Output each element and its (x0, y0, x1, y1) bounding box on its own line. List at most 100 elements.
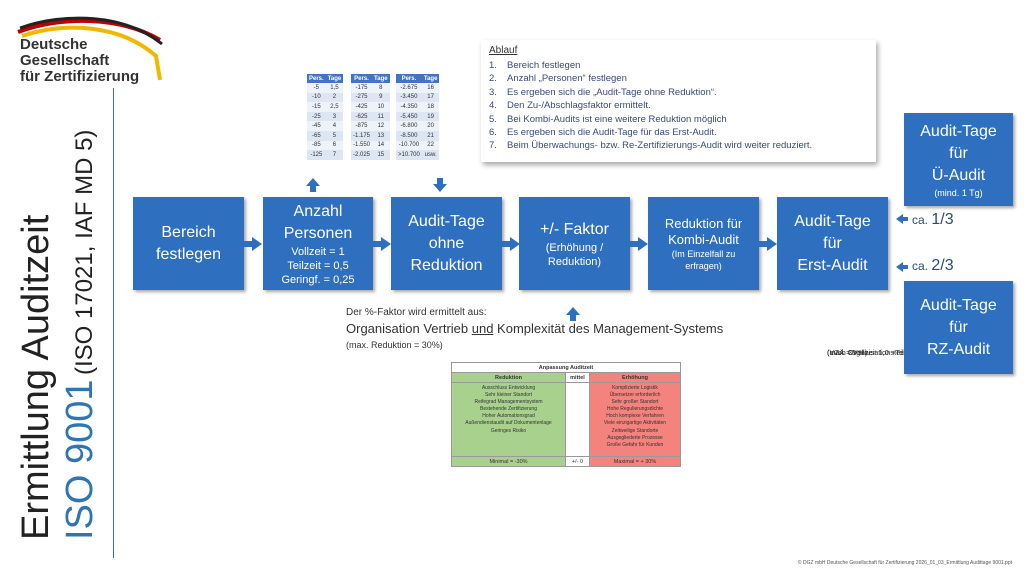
arrow-right-icon (244, 237, 262, 251)
dgz-logo: Deutsche Gesellschaft für Zertifizierung (10, 10, 170, 85)
title-main: Ermittlung Auditzeit (15, 214, 57, 540)
ratio-ue: ca. 1/3 (912, 211, 954, 228)
ratio-rz: ca. 2/3 (912, 257, 954, 274)
list-item: Sehr großer Standort (611, 399, 659, 406)
table-header: Tage (325, 74, 344, 83)
table-header: Pers. (351, 74, 373, 83)
anpassung-title: Anpassung Auditzeit (452, 363, 680, 373)
title-standards: (ISO 17021, IAF MD 5) (71, 129, 98, 375)
list-item: Hoch komplexe Verfahren (606, 413, 664, 420)
list-item: Hohe Regulierungsdichte (606, 406, 664, 413)
box-erst-audit: Audit-Tage für Erst-Audit (777, 197, 888, 290)
table-header: Tage (421, 74, 440, 83)
middle-column (565, 383, 590, 456)
list-item: Geringes Risiko (490, 427, 527, 434)
anpassung-table: Anpassung Auditzeit Reduktion mittel Erh… (451, 362, 681, 467)
footer-copyright: © DGZ mbH Deutsche Gesellschaft für Zert… (797, 560, 1012, 566)
list-item: Viele einzigartige Aktivitäten (603, 420, 667, 427)
factor-note-line1: Der %-Faktor wird ermittelt aus: (346, 307, 487, 318)
arrow-right-icon (630, 237, 648, 251)
list-item: Ausgegliederte Prozesse (607, 434, 663, 441)
list-item: Außendienstaudit auf Dokumentenlage (465, 420, 552, 427)
arrow-down-icon (433, 178, 447, 192)
title-iso: ISO 9001 (59, 379, 101, 540)
box-bereich-festlegen: Bereich festlegen (133, 197, 244, 290)
title-second-line: ISO 9001 (ISO 17021, IAF MD 5) (58, 130, 102, 540)
table-header: Erhöhung (590, 373, 680, 382)
box-audit-tage-ohne-reduktion: Audit-Tage ohne Reduktion (391, 197, 502, 290)
ablauf-steps: 1.Bereich festlegen (auch Organisationst… (489, 59, 1001, 357)
table-header: Pers. (307, 74, 326, 83)
box-ue-audit: Audit-Tage für Ü-Audit (mind. 1 Tg) (904, 113, 1013, 206)
increase-list: Komplizierte Logistik Übersetzer erforde… (590, 383, 680, 456)
list-item: 2.Anzahl „Personen“ festlegen (VZÄ = Vol… (489, 73, 1001, 357)
list-item: Komplizierte Logistik (612, 385, 658, 391)
arrow-left-icon (896, 214, 908, 224)
logo-line3: für Zertifizierung (20, 68, 140, 85)
reduction-list: Ausschluss Entwicklung Sehr kleiner Stan… (452, 383, 565, 456)
anpassung-body: Ausschluss Entwicklung Sehr kleiner Stan… (452, 383, 680, 456)
table-header: mittel (565, 373, 590, 382)
anpassung-headers: Reduktion mittel Erhöhung (452, 373, 680, 383)
list-item: Zeitweilige Standorte (611, 427, 659, 434)
ablauf-heading: Ablauf (489, 45, 518, 56)
foot-mid: +/- 0 (565, 457, 590, 466)
box-rz-audit: Audit-Tage für RZ-Audit (904, 281, 1013, 374)
foot-left: Minimal = -30% (452, 457, 565, 466)
logo-swoosh-icon (17, 16, 163, 81)
list-item: 4.Den Zu-/Abschlagsfaktor ermittelt. (489, 100, 651, 112)
list-item: Bestehende Zertifizierung (480, 406, 537, 413)
list-item: Übersetzer erforderlich (609, 392, 661, 399)
ablauf-box: Ablauf 1.Bereich festlegen (auch Organis… (481, 40, 1001, 357)
factor-note-line2: Organisation Vertrieb und Komplexität de… (346, 321, 724, 336)
factor-note-line3: (max. Reduktion = 30%) (346, 340, 443, 350)
table-header: Reduktion (452, 373, 565, 382)
arrow-right-icon (759, 237, 777, 251)
list-item: 7.Beim Überwachungs- bzw. Re-Zertifizier… (489, 140, 813, 152)
list-item: 6.Es ergeben sich die Audit-Tage für das… (489, 127, 717, 139)
list-item: 1.Bereich festlegen (auch Organisationst… (489, 60, 1000, 357)
factor-note: Der %-Faktor wird ermittelt aus: Organis… (346, 306, 723, 352)
list-item: Reifegrad Managementsystem (474, 399, 543, 406)
box-faktor: +/- Faktor (Erhöhung / Reduktion) (519, 197, 630, 290)
title-divider (113, 88, 114, 558)
anpassung-footer: Minimal = -30% +/- 0 Maximal = + 30% (452, 456, 680, 466)
logo-line2: Gesellschaft (20, 52, 110, 69)
box-anzahl-personen: Anzahl Personen Vollzeit = 1 Teilzeit = … (263, 197, 373, 290)
list-item: 3.Es ergeben sich die „Audit-Tage ohne R… (489, 86, 717, 98)
list-item: 5.Bei Kombi-Audits ist eine weitere Redu… (489, 113, 870, 357)
list-item: Hoher Automationsgrad (482, 413, 535, 420)
table-header: Pers. (396, 74, 422, 83)
arrow-up-icon (306, 178, 320, 192)
list-item: Ausschluss Entwicklung (481, 385, 536, 391)
list-item: Sehr kleiner Standort (485, 392, 532, 399)
arrow-right-icon (373, 237, 391, 251)
arrow-left-icon (896, 262, 908, 272)
